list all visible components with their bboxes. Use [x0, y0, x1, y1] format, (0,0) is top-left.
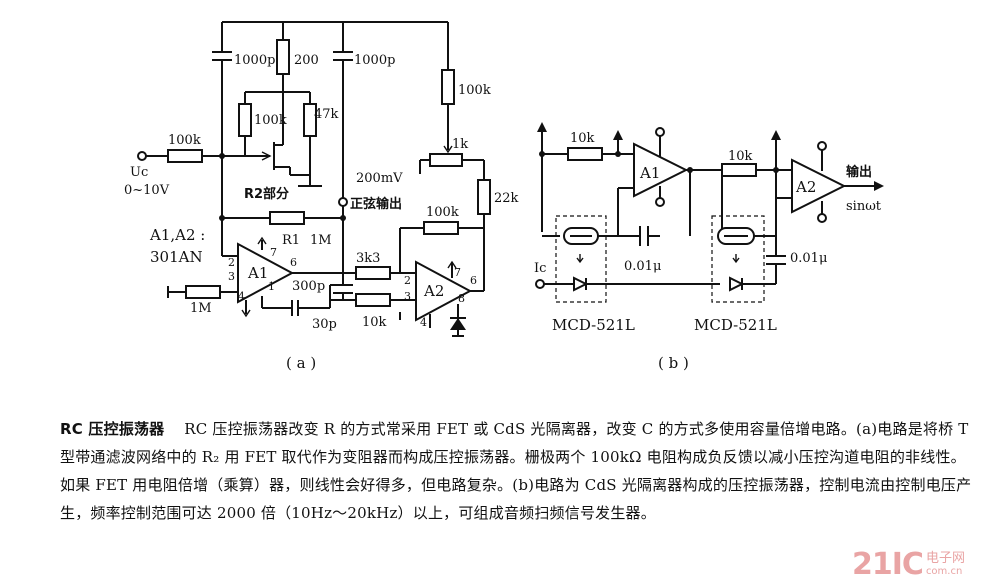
watermark-cn: 电子网 — [925, 550, 965, 566]
label-r100k-feedback: 100k — [426, 205, 459, 220]
circuit-b: 10k 10k A1 A2 0.01μ 0.01μ Ic 输出 sinωt MC… — [534, 122, 884, 372]
watermark-url: com.cn — [925, 565, 963, 577]
opamp-a2-b — [791, 158, 847, 214]
label-r100k-input: 100k — [168, 133, 201, 148]
resistor-10k-b1 — [567, 147, 603, 161]
label-uc: Uc — [130, 165, 148, 180]
label-r100k-top: 100k — [458, 83, 491, 98]
label-r100k-gate: 100k — [254, 113, 287, 128]
label-r200: 200 — [294, 53, 319, 68]
resistor-3k3 — [355, 266, 391, 280]
pin-6-a1: 6 — [290, 256, 297, 269]
label-r22k: 22k — [494, 191, 519, 206]
label-r3k3: 3k3 — [356, 251, 380, 266]
caption-a: ( a ) — [286, 354, 316, 372]
label-a2-a: A2 — [423, 282, 444, 300]
opamp-a2-a — [415, 260, 473, 322]
pin-2-a1: 2 — [228, 256, 235, 269]
resistor-10k — [355, 293, 391, 307]
resistor-1m-gnd — [185, 285, 221, 299]
label-mcd-2: MCD-521L — [694, 316, 777, 334]
resistor-100k-feedback — [423, 221, 459, 235]
potentiometer-1k — [429, 153, 463, 167]
label-sinwt: sinωt — [846, 199, 882, 214]
pin-8-a2: 8 — [458, 292, 465, 305]
label-output-b: 输出 — [846, 164, 872, 180]
paragraph-body: RC 压控振荡器改变 R 的方式常采用 FET 或 CdS 光隔离器，改变 C … — [60, 420, 972, 522]
description-paragraph: RC 压控振荡器 RC 压控振荡器改变 R 的方式常采用 FET 或 CdS 光… — [60, 415, 978, 527]
resistor-100k-gate — [238, 103, 252, 137]
optoisolator-1 — [555, 215, 607, 303]
pin-4-a1: 4 — [238, 290, 245, 303]
label-a1-b: A1 — [639, 164, 660, 182]
site-watermark: 21IC 电子网 com.cn — [852, 546, 965, 582]
label-r10k: 10k — [362, 315, 387, 330]
pin-3-a2: 3 — [404, 290, 411, 303]
label-r1-val: 1M — [310, 233, 332, 248]
resistor-22k — [477, 179, 491, 215]
label-200mv: 200mV — [356, 171, 403, 186]
optoisolator-2 — [711, 215, 765, 303]
label-r1m-gnd: 1M — [190, 301, 212, 316]
label-sine-output: 正弦输出 — [350, 196, 402, 212]
paragraph-title: RC 压控振荡器 — [60, 420, 165, 438]
label-r2-part: R2部分 — [244, 186, 289, 202]
label-r47k: 47k — [314, 107, 339, 122]
label-r10k-b1: 10k — [570, 131, 595, 146]
watermark-logo: 21IC — [852, 546, 924, 582]
label-a1-a: A1 — [247, 264, 268, 282]
pin-3-a1: 3 — [228, 270, 235, 283]
label-r1: R1 — [282, 233, 300, 248]
label-c1-b: 0.01μ — [624, 259, 661, 274]
label-pot-1k: 1k — [452, 137, 468, 152]
label-c30p: 30p — [312, 317, 337, 332]
circuit-a: 1000p 200 1000p 100k 100k 47k 100k Uc 0~… — [124, 21, 519, 372]
resistor-200 — [276, 39, 290, 75]
label-r10k-b2: 10k — [728, 149, 753, 164]
pin-1-a1: 1 — [268, 280, 275, 293]
resistor-100k-input — [167, 149, 203, 163]
label-c2-b: 0.01μ — [790, 251, 827, 266]
label-ic: Ic — [534, 261, 546, 276]
resistor-r1 — [269, 211, 305, 225]
pin-4-a2: 4 — [420, 316, 427, 329]
label-c2: 1000p — [354, 53, 395, 68]
label-a2-b: A2 — [795, 178, 816, 196]
pin-7-a2: 7 — [454, 266, 461, 279]
resistor-10k-b2 — [721, 163, 757, 177]
label-mcd-1: MCD-521L — [552, 316, 635, 334]
label-amp-model: 301AN — [150, 248, 203, 266]
caption-b: ( b ) — [658, 354, 689, 372]
resistor-100k-top — [441, 69, 455, 105]
pin-7-a1: 7 — [270, 246, 277, 259]
label-uc-range: 0~10V — [124, 183, 170, 198]
circuit-diagrams: 1000p 200 1000p 100k 100k 47k 100k Uc 0~… — [124, 21, 884, 372]
label-c300p: 300p — [292, 279, 325, 294]
label-amps: A1,A2 : — [149, 226, 205, 244]
pin-6-a2: 6 — [470, 274, 477, 287]
label-c1: 1000p — [234, 53, 275, 68]
pin-2-a2: 2 — [404, 274, 411, 287]
opamp-a1-a — [237, 242, 295, 304]
